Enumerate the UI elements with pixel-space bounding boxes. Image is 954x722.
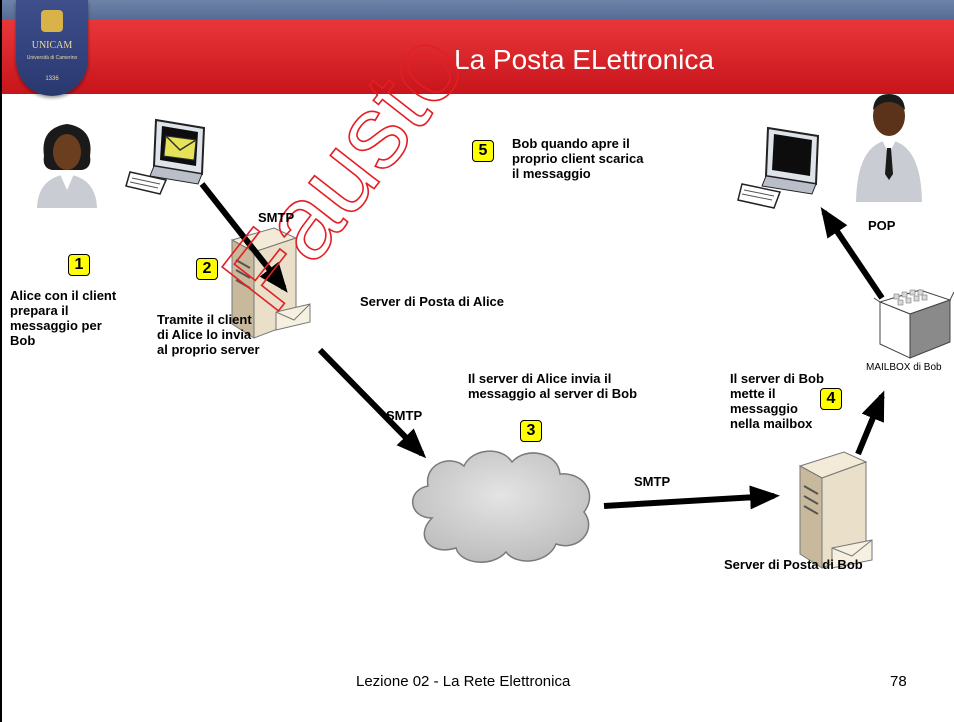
internet-cloud-icon: [411, 450, 591, 563]
step-1-badge: 1: [68, 254, 90, 276]
step-3-text: Il server di Alice invia il messaggio al…: [468, 371, 638, 401]
alice-person-icon: [37, 124, 97, 208]
alice-server-label: Server di Posta di Alice: [360, 294, 505, 309]
logo-name: UNICAM: [31, 40, 73, 51]
svg-text:Fausto: Fausto: [200, 10, 487, 332]
step-5-badge: 5: [472, 140, 494, 162]
arrow-cloud-to-bob-server: [603, 485, 780, 510]
bob-person-icon: [856, 94, 922, 202]
smtp-label-cloud: SMTP: [634, 474, 671, 489]
alice-computer-icon: [125, 118, 206, 195]
mailbox-label: MAILBOX di Bob: [866, 362, 942, 373]
top-bar: [2, 0, 954, 20]
bob-server-icon: [798, 451, 873, 569]
crest-icon: [41, 10, 63, 32]
bob-computer-icon: [737, 126, 820, 209]
bob-server-label: Server di Posta di Bob: [724, 557, 863, 572]
arrow-client-to-server: [199, 182, 288, 293]
page-number: 78: [890, 673, 907, 690]
step-1-text: Alice con il client prepara il messaggio…: [10, 288, 117, 348]
logo-subtitle: Università di Camerino: [26, 55, 78, 61]
step-3-badge: 3: [520, 420, 542, 442]
unicam-logo: UNICAM Università di Camerino 1336: [16, 0, 88, 96]
smtp-label-client: SMTP: [258, 210, 295, 225]
arrow-server-to-cloud: [317, 347, 427, 459]
arrow-mailbox-to-bob-client: [820, 207, 885, 300]
footer-lecture: Lezione 02 - La Rete Elettronica: [356, 673, 571, 690]
watermark: Fausto: [199, 9, 488, 333]
logo-year: 1336: [45, 76, 59, 82]
step-2-text: Tramite il client di Alice lo invia al p…: [157, 312, 260, 357]
arrow-server-to-mailbox: [855, 390, 885, 456]
smtp-label-server: SMTP: [386, 408, 423, 423]
step-2-badge: 2: [196, 258, 218, 280]
mailbox-icon: [873, 289, 954, 359]
step-4-text: Il server di Bob mette il messaggio nell…: [730, 371, 824, 431]
pop-label: POP: [868, 218, 896, 233]
step-4-badge: 4: [820, 388, 842, 410]
title-bar: [2, 20, 954, 94]
step-5-text: Bob quando apre il proprio client scaric…: [512, 136, 644, 181]
slide-title: La Posta ELettronica: [454, 44, 714, 75]
